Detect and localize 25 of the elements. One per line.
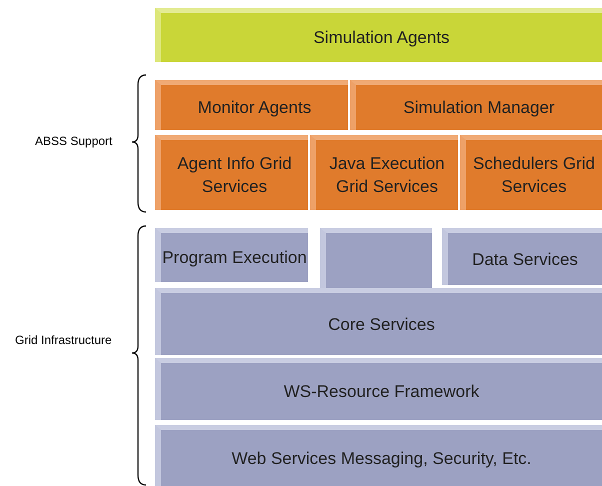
box-label: Core Services [328, 314, 435, 336]
box-label: Java Execution Grid Services [328, 153, 446, 198]
component-box [155, 80, 348, 130]
box-label: WS-Resource Framework [284, 381, 480, 403]
component-box [442, 228, 602, 285]
box-label: Monitor Agents [198, 97, 312, 119]
component-box [460, 135, 602, 210]
empty-box [320, 228, 432, 290]
layer-box [155, 288, 602, 355]
group-label: ABSS Support [35, 134, 114, 149]
box-label: Agent Info Grid Services [176, 153, 293, 198]
group-label: Grid Infrastructure [15, 333, 113, 348]
box-label: Simulation Agents [313, 27, 450, 49]
component-box [155, 135, 308, 210]
component-box [310, 135, 458, 210]
layer-box [155, 425, 602, 486]
box-label: Simulation Manager [403, 97, 555, 119]
box-label: Schedulers Grid Services [472, 153, 596, 198]
layer-box [155, 8, 602, 62]
component-box [155, 228, 308, 282]
component-box [350, 80, 602, 130]
box-label: Web Services Messaging, Security, Etc. [232, 448, 532, 470]
box-label: Program Execution [162, 247, 307, 269]
box-label: Data Services [472, 248, 578, 270]
layer-box [155, 358, 602, 420]
